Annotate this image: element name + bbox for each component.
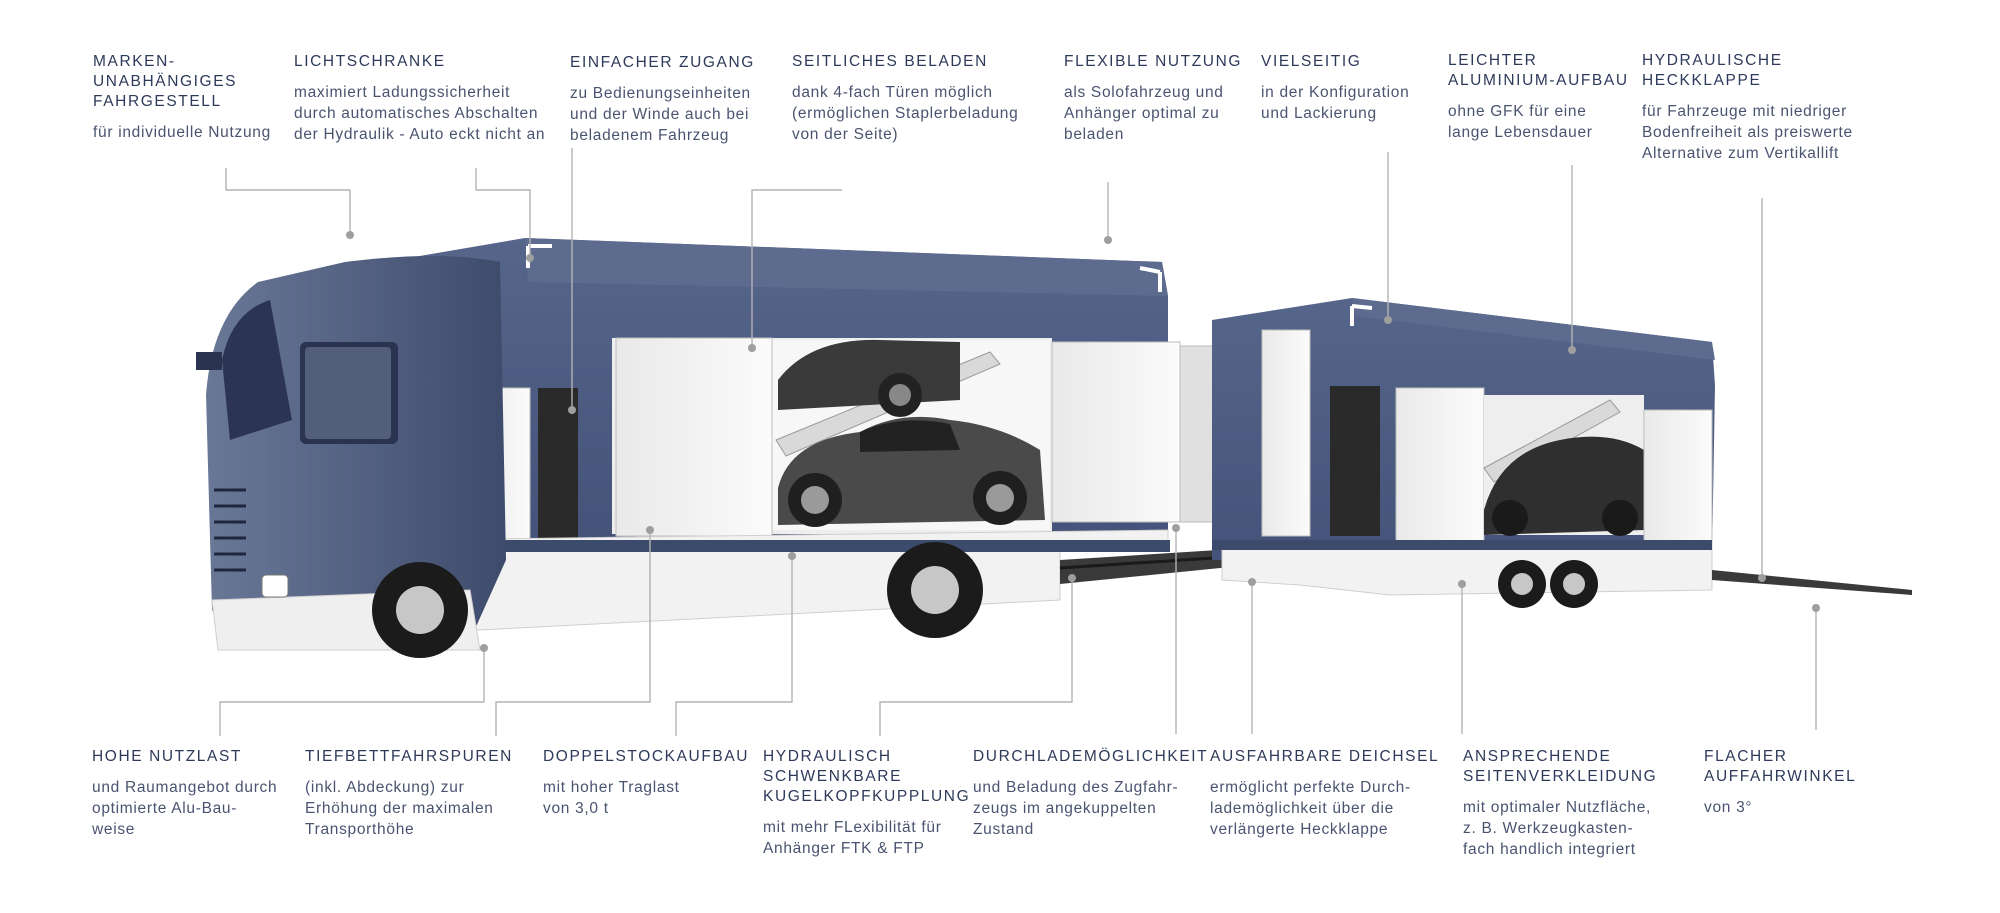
marker-dot	[1568, 346, 1576, 354]
feature-title: HOHE NUTZLAST	[92, 748, 242, 765]
marker-dot	[526, 254, 534, 262]
feature-zugang: EINFACHER ZUGANG zu Bedienungseinheiten …	[570, 53, 755, 146]
marker-dot	[346, 231, 354, 239]
marker-dot	[480, 644, 488, 652]
marker-dot	[568, 406, 576, 414]
feature-description: in der Konfiguration und Lackierung	[1261, 84, 1410, 122]
feature-flexibel: FLEXIBLE NUTZUNG als Solofahrzeug und An…	[1064, 52, 1242, 145]
feature-description: für Fahrzeuge mit niedriger Bodenfreihei…	[1642, 103, 1853, 162]
leader-tiefbett	[495, 530, 651, 736]
feature-deichsel: AUSFAHRBARE DEICHSEL ermöglicht perfekte…	[1210, 747, 1439, 840]
marker-dot	[1172, 524, 1180, 532]
feature-description: (inkl. Abdeckung) zur Erhöhung der maxim…	[305, 779, 494, 838]
feature-title: DOPPELSTOCKAUFBAU	[543, 748, 750, 765]
feature-marken: MARKEN- UNABHÄNGIGES FAHRGESTELL für ind…	[93, 52, 271, 143]
marker-dot	[1812, 604, 1820, 612]
upper-car	[778, 339, 960, 417]
feature-auffahrwinkel: FLACHER AUFFAHRWINKEL von 3°	[1704, 747, 1856, 818]
feature-title: VIELSEITIG	[1261, 53, 1362, 70]
marker-dot	[1758, 574, 1766, 582]
feature-heckklappe: HYDRAULISCHE HECKKLAPPE für Fahrzeuge mi…	[1642, 51, 1853, 164]
feature-description: mit hoher Traglast von 3,0 t	[543, 779, 680, 817]
marker-dot	[1248, 578, 1256, 586]
feature-title: HYDRAULISCHE HECKKLAPPE	[1642, 52, 1783, 89]
lower-car	[778, 416, 1045, 527]
feature-title: ANSPRECHENDE SEITENVERKLEIDUNG	[1463, 748, 1658, 785]
feature-description: und Raumangebot durch optimierte Alu-Bau…	[92, 779, 278, 838]
feature-title: FLACHER AUFFAHRWINKEL	[1704, 748, 1857, 785]
feature-vielseitig: VIELSEITIG in der Konfiguration und Lack…	[1261, 52, 1409, 124]
feature-title: SEITLICHES BELADEN	[792, 53, 988, 70]
marker-dot	[646, 526, 654, 534]
feature-description: als Solofahrzeug und Anhänger optimal zu…	[1064, 84, 1224, 143]
feature-title: FLEXIBLE NUTZUNG	[1064, 53, 1243, 70]
feature-description: für individuelle Nutzung	[93, 124, 271, 141]
truck-cab	[196, 256, 506, 658]
feature-title: AUSFAHRBARE DEICHSEL	[1210, 748, 1440, 765]
leader-beladen	[751, 189, 842, 348]
feature-description: und Beladung des Zugfahr- zeugs im angek…	[973, 779, 1179, 838]
leader-doppelstock	[675, 556, 793, 736]
feature-lichtschranke: LICHTSCHRANKE maximiert Ladungssicherhei…	[294, 52, 545, 145]
feature-description: ohne GFK für eine lange Lebensdauer	[1448, 103, 1593, 141]
feature-title: DURCHLADEMÖGLICHKEIT	[973, 748, 1209, 765]
feature-description: maximiert Ladungssicherheit durch automa…	[294, 84, 546, 143]
feature-title: LICHTSCHRANKE	[294, 53, 446, 70]
feature-title: MARKEN- UNABHÄNGIGES FAHRGESTELL	[93, 53, 238, 110]
leader-nutzlast	[219, 648, 485, 736]
marker-dot	[1384, 316, 1392, 324]
leader-kugelkopf	[879, 578, 1073, 736]
feature-description: mit mehr FLexibilität für Anhänger FTK &…	[763, 819, 942, 857]
feature-tiefbett: TIEFBETTFAHRSPUREN (inkl. Abdeckung) zur…	[305, 747, 513, 840]
feature-title: EINFACHER ZUGANG	[570, 54, 755, 71]
marker-dot	[748, 344, 756, 352]
feature-beladen: SEITLICHES BELADEN dank 4-fach Türen mög…	[792, 52, 1018, 145]
marker-dot	[1458, 580, 1466, 588]
feature-nutzlast: HOHE NUTZLAST und Raumangebot durch opti…	[92, 747, 277, 840]
marker-dot	[788, 552, 796, 560]
feature-title: LEICHTER ALUMINIUM-AUFBAU	[1448, 52, 1629, 89]
feature-description: dank 4-fach Türen möglich (ermöglichen S…	[792, 84, 1019, 143]
marker-dot	[1068, 574, 1076, 582]
trailer	[1212, 298, 1912, 608]
feature-kugelkopf: HYDRAULISCH SCHWENKBARE KUGELKOPFKUPPLUN…	[763, 747, 970, 859]
feature-verkleidung: ANSPRECHENDE SEITENVERKLEIDUNG mit optim…	[1463, 747, 1657, 860]
feature-durchlade: DURCHLADEMÖGLICHKEIT und Beladung des Zu…	[973, 747, 1208, 840]
feature-aluminium: LEICHTER ALUMINIUM-AUFBAU ohne GFK für e…	[1448, 51, 1629, 143]
feature-doppelstock: DOPPELSTOCKAUFBAU mit hoher Traglast von…	[543, 747, 749, 819]
feature-description: mit optimaler Nutzfläche, z. B. Werkzeug…	[1463, 799, 1652, 858]
feature-description: von 3°	[1704, 799, 1753, 816]
feature-title: HYDRAULISCH SCHWENKBARE KUGELKOPFKUPPLUN…	[763, 748, 971, 805]
truck-box	[408, 238, 1215, 543]
leader-marken	[225, 168, 351, 234]
feature-description: ermöglicht perfekte Durch- lademöglichke…	[1210, 779, 1411, 838]
feature-description: zu Bedienungseinheiten und der Winde auc…	[570, 85, 751, 144]
leader-lichtschranke	[475, 168, 531, 258]
feature-title: TIEFBETTFAHRSPUREN	[305, 748, 513, 765]
truck-chassis	[409, 529, 1170, 638]
marker-dot	[1104, 236, 1112, 244]
